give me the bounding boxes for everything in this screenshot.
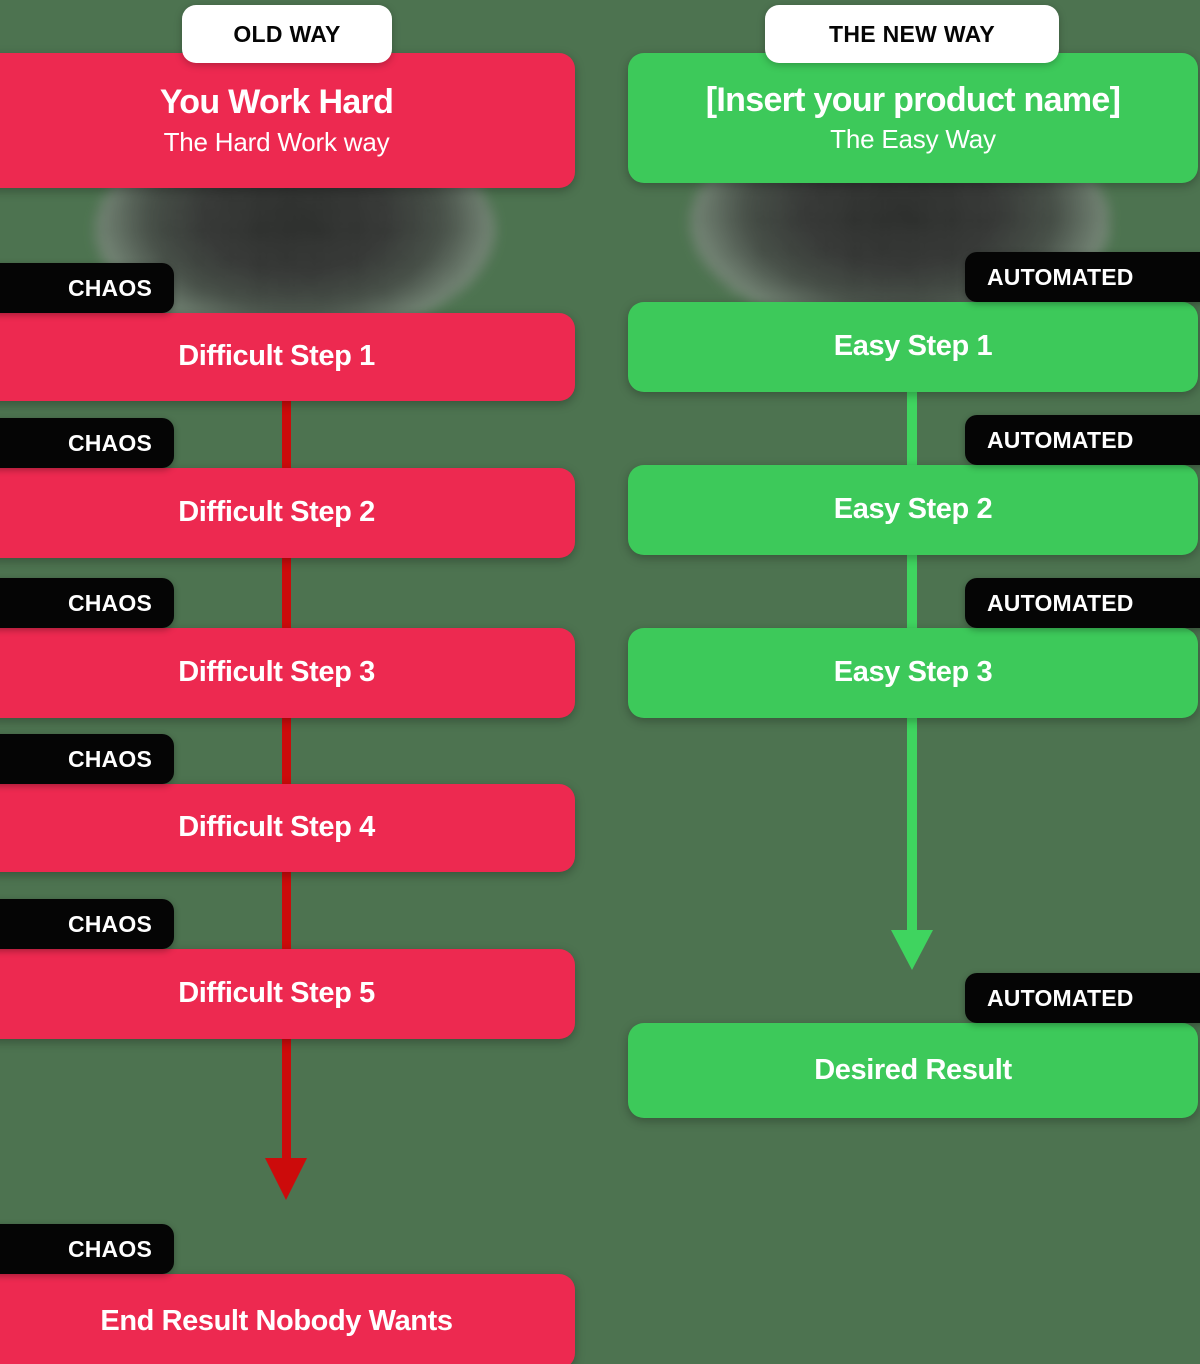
card-easy-step-2[interactable]: Easy Step 2 bbox=[628, 465, 1198, 555]
card-difficult-step-3-label: Difficult Step 3 bbox=[178, 656, 375, 689]
card-new-header-title: [Insert your product name] bbox=[705, 80, 1121, 119]
tag-chaos-4-label: CHAOS bbox=[67, 745, 152, 772]
card-difficult-step-2-label: Difficult Step 2 bbox=[178, 496, 375, 529]
card-old-header-title: You Work Hard bbox=[159, 83, 394, 122]
card-new-header[interactable]: [Insert your product name] The Easy Way bbox=[628, 53, 1198, 183]
connector-old-2 bbox=[282, 558, 291, 628]
tag-automated-2-label: AUTOMATED bbox=[987, 426, 1134, 453]
connector-new-2 bbox=[907, 555, 917, 630]
card-difficult-step-5-label: Difficult Step 5 bbox=[178, 977, 375, 1010]
arrowhead-old-final bbox=[265, 1158, 307, 1200]
card-easy-step-1-label: Easy Step 1 bbox=[833, 330, 993, 363]
connector-new-final bbox=[907, 718, 917, 933]
tag-automated-2: AUTOMATED bbox=[965, 415, 1200, 465]
connector-old-1 bbox=[282, 401, 291, 468]
arrowhead-new-final bbox=[891, 930, 933, 970]
card-difficult-step-5[interactable]: Difficult Step 5 bbox=[0, 949, 575, 1039]
card-new-header-subtitle: The Easy Way bbox=[830, 124, 996, 155]
tag-chaos-4: CHAOS bbox=[0, 734, 174, 784]
card-end-result-label: End Result Nobody Wants bbox=[100, 1304, 453, 1337]
badge-new-way: THE NEW WAY bbox=[765, 5, 1059, 63]
badge-old-way-label: OLD WAY bbox=[233, 20, 341, 47]
tag-chaos-1-label: CHAOS bbox=[67, 274, 152, 301]
card-end-result[interactable]: End Result Nobody Wants bbox=[0, 1274, 575, 1364]
card-difficult-step-1-label: Difficult Step 1 bbox=[178, 340, 375, 373]
tag-chaos-5: CHAOS bbox=[0, 899, 174, 949]
tag-automated-1: AUTOMATED bbox=[965, 252, 1200, 302]
tag-chaos-1: CHAOS bbox=[0, 263, 174, 313]
card-easy-step-3-label: Easy Step 3 bbox=[833, 656, 993, 689]
card-difficult-step-3[interactable]: Difficult Step 3 bbox=[0, 628, 575, 718]
tag-automated-3: AUTOMATED bbox=[965, 578, 1200, 628]
card-easy-step-3[interactable]: Easy Step 3 bbox=[628, 628, 1198, 718]
tag-chaos-3: CHAOS bbox=[0, 578, 174, 628]
connector-old-final bbox=[282, 1039, 291, 1164]
card-desired-result-label: Desired Result bbox=[814, 1053, 1012, 1086]
connector-old-3 bbox=[282, 718, 291, 784]
card-desired-result[interactable]: Desired Result bbox=[628, 1023, 1198, 1118]
card-old-header[interactable]: You Work Hard The Hard Work way bbox=[0, 53, 575, 188]
tag-automated-1-label: AUTOMATED bbox=[987, 263, 1134, 290]
card-difficult-step-4[interactable]: Difficult Step 4 bbox=[0, 784, 575, 872]
tag-automated-3-label: AUTOMATED bbox=[987, 589, 1134, 616]
tag-chaos-6-label: CHAOS bbox=[67, 1235, 152, 1262]
card-easy-step-2-label: Easy Step 2 bbox=[833, 493, 993, 526]
badge-old-way: OLD WAY bbox=[182, 5, 392, 63]
badge-new-way-label: THE NEW WAY bbox=[828, 20, 996, 47]
tag-chaos-2-label: CHAOS bbox=[67, 429, 152, 456]
tag-chaos-6: CHAOS bbox=[0, 1224, 174, 1274]
connector-old-4 bbox=[282, 872, 291, 949]
card-difficult-step-4-label: Difficult Step 4 bbox=[178, 811, 375, 844]
card-easy-step-1[interactable]: Easy Step 1 bbox=[628, 302, 1198, 392]
card-difficult-step-1[interactable]: Difficult Step 1 bbox=[0, 313, 575, 401]
card-old-header-subtitle: The Hard Work way bbox=[163, 126, 390, 157]
card-difficult-step-2[interactable]: Difficult Step 2 bbox=[0, 468, 575, 558]
tag-automated-4: AUTOMATED bbox=[965, 973, 1200, 1023]
tag-automated-4-label: AUTOMATED bbox=[987, 984, 1134, 1011]
tag-chaos-3-label: CHAOS bbox=[67, 589, 152, 616]
tag-chaos-2: CHAOS bbox=[0, 418, 174, 468]
tag-chaos-5-label: CHAOS bbox=[67, 910, 152, 937]
connector-new-1 bbox=[907, 392, 917, 466]
